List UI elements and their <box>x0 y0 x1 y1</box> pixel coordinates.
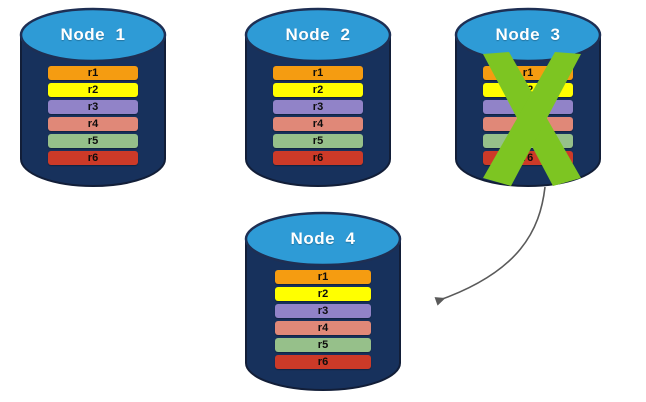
node-2-row-r5[interactable]: r5 <box>272 134 364 148</box>
node-1-row-r4[interactable]: r4 <box>47 117 139 131</box>
node-2-top-ellipse <box>244 7 392 63</box>
node-4-row-r3[interactable]: r3 <box>274 304 372 318</box>
node-1-row-r1[interactable]: r1 <box>47 66 139 80</box>
node-2-rows: r1 r2 r3 r4 r5 r6 <box>245 66 391 165</box>
node-3-row-r4[interactable]: r4 <box>482 117 574 131</box>
node-3-row-r2[interactable]: r2 <box>482 83 574 97</box>
node-4-top-ellipse <box>244 211 402 267</box>
node-4-row-r1[interactable]: r1 <box>274 270 372 284</box>
node-4-row-r2[interactable]: r2 <box>274 287 372 301</box>
node-1-row-r5[interactable]: r5 <box>47 134 139 148</box>
node-2-row-r6[interactable]: r6 <box>272 151 364 165</box>
node-4-row-r4[interactable]: r4 <box>274 321 372 335</box>
node-2-row-r4[interactable]: r4 <box>272 117 364 131</box>
node-1-row-r2[interactable]: r2 <box>47 83 139 97</box>
node-4-row-r6[interactable]: r6 <box>274 355 372 369</box>
node-3-top-ellipse <box>454 7 602 63</box>
node-1-row-r6[interactable]: r6 <box>47 151 139 165</box>
node-4-rows: r1 r2 r3 r4 r5 r6 <box>245 270 401 369</box>
node-3-rows: r1 r2 r3 r4 r5 r6 <box>455 66 601 165</box>
node-1-top-ellipse <box>19 7 167 63</box>
node-3-row-r3[interactable]: r3 <box>482 100 574 114</box>
node-1-rows: r1 r2 r3 r4 r5 r6 <box>20 66 166 165</box>
node-1-row-r3[interactable]: r3 <box>47 100 139 114</box>
node-2-row-r2[interactable]: r2 <box>272 83 364 97</box>
node-4-row-r5[interactable]: r5 <box>274 338 372 352</box>
node-3-row-r5[interactable]: r5 <box>482 134 574 148</box>
node-2-row-r3[interactable]: r3 <box>272 100 364 114</box>
node-2-row-r1[interactable]: r1 <box>272 66 364 80</box>
node-3-row-r6[interactable]: r6 <box>482 151 574 165</box>
node-3-row-r1[interactable]: r1 <box>482 66 574 80</box>
